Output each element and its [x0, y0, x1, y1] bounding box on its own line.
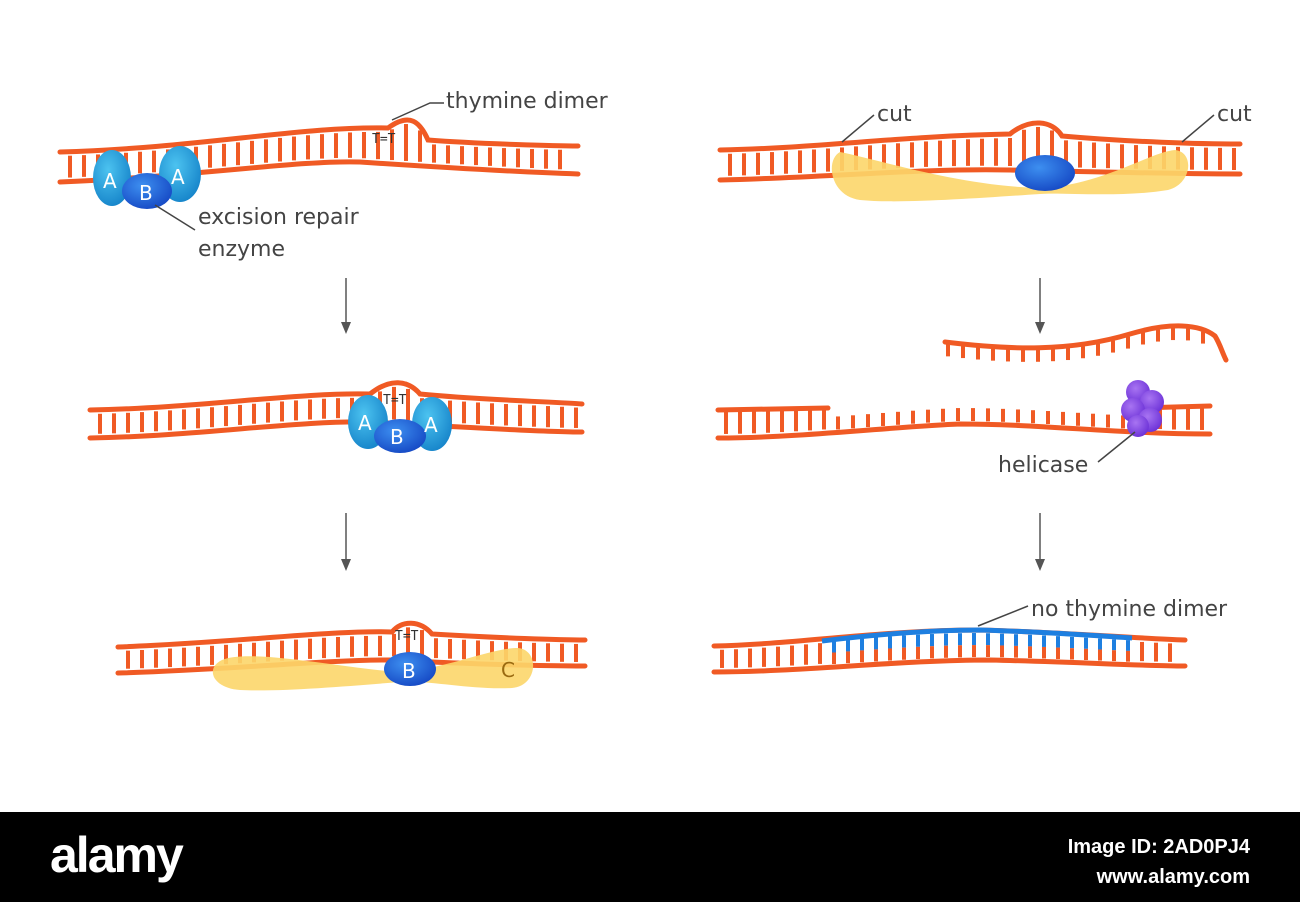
- panel-4-incision: cut cut: [717, 102, 1252, 202]
- excision-repair-label: excision repair: [198, 205, 360, 230]
- repaired-dna-duplex: [711, 627, 1188, 675]
- subunit-a-label: A: [358, 411, 372, 435]
- enzyme-subunit-c: [212, 648, 534, 691]
- panel-5-excision: helicase: [715, 323, 1229, 478]
- panel-1-recognition: T=T thymine dimer A A B excision repair …: [57, 89, 609, 262]
- subunit-b-label: B: [390, 425, 404, 449]
- enzyme-subunit-c: [831, 150, 1189, 202]
- arrow-down: [1035, 513, 1045, 571]
- panel-3-unwinding: T=T B C: [115, 620, 588, 691]
- cut-leader: [841, 114, 875, 143]
- subunit-b-label: B: [402, 659, 416, 683]
- thymine-dimer-label: thymine dimer: [446, 89, 609, 114]
- enzyme-subunit-b: [384, 652, 436, 686]
- excision-repair-enzyme: A A B: [348, 395, 452, 453]
- enzyme-leader: [154, 204, 196, 231]
- arrow-down: [341, 513, 351, 571]
- alamy-logo: alamy: [50, 827, 184, 883]
- helicase-leader: [1097, 431, 1136, 463]
- arrow-down: [341, 278, 351, 334]
- site-url: www.alamy.com: [1096, 866, 1250, 888]
- enzyme-subunit-b: [374, 419, 426, 453]
- cut-label-left: cut: [877, 102, 912, 127]
- excision-repair-enzyme: A A B: [93, 146, 201, 209]
- dna-duplex: [87, 380, 585, 441]
- subunit-a-label: A: [103, 169, 117, 193]
- thymine-dimer-mark: T=T: [383, 393, 407, 408]
- image-id: Image ID: 2AD0PJ4 www.alamy.com: [1068, 832, 1250, 892]
- excised-fragment: [942, 323, 1229, 363]
- subunit-a-label: A: [424, 413, 438, 437]
- no-thymine-dimer-label: no thymine dimer: [1031, 597, 1228, 622]
- enzyme-subunit-b: [1015, 155, 1075, 191]
- enzyme-subunit-a: [93, 150, 131, 206]
- arrow-down: [1035, 278, 1045, 334]
- excision-repair-diagram: T=T thymine dimer A A B excision repair …: [57, 89, 1252, 691]
- helicase: [1121, 380, 1164, 437]
- thymine-dimer-mark: T=T: [372, 132, 396, 147]
- subunit-a-label: A: [171, 165, 185, 189]
- thymine-dimer-leader: [391, 102, 444, 121]
- watermark-footer: alamy Image ID: 2AD0PJ4 www.alamy.com: [0, 812, 1300, 902]
- cut-label-right: cut: [1217, 102, 1252, 127]
- subunit-b-label: B: [139, 181, 153, 205]
- enzyme-subunit-b: [122, 173, 172, 209]
- helicase-label: helicase: [998, 453, 1088, 478]
- panel-2-binding: T=T A A B: [87, 380, 585, 453]
- panel-6-repaired: no thymine dimer: [711, 597, 1228, 675]
- no-thymine-dimer-leader: [977, 605, 1029, 627]
- enzyme-label: enzyme: [198, 237, 285, 262]
- thymine-dimer-mark: T=T: [395, 629, 419, 644]
- subunit-c-label: C: [501, 658, 515, 682]
- dna-duplex: [57, 117, 581, 185]
- image-id-text: Image ID: 2AD0PJ4: [1067, 836, 1250, 858]
- cut-leader: [1181, 114, 1215, 143]
